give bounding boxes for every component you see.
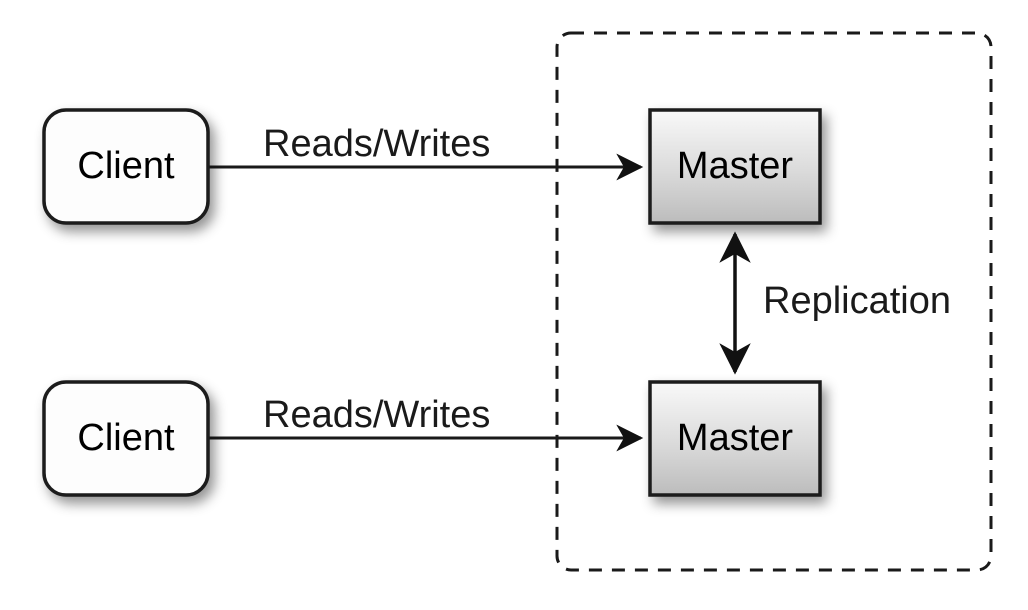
edge-label-replication: Replication [763, 280, 951, 322]
master-bottom-shape[interactable] [648, 380, 822, 497]
node-master-bottom[interactable] [648, 380, 822, 497]
node-client-bottom[interactable] [42, 380, 210, 497]
master-top-label: Master [677, 145, 793, 187]
node-client-top[interactable] [42, 108, 210, 225]
edge-label-reads-writes-top: Reads/Writes [263, 123, 490, 165]
edge-label-reads-writes-bottom: Reads/Writes [263, 394, 490, 436]
node-master-top[interactable] [648, 108, 822, 225]
client-bottom-shape[interactable] [42, 380, 210, 497]
client-bottom-label: Client [77, 417, 175, 459]
client-top-shape[interactable] [42, 108, 210, 225]
client-top-label: Client [77, 145, 175, 187]
master-top-shape[interactable] [648, 108, 822, 225]
master-bottom-label: Master [677, 417, 793, 459]
replication-cluster-boundary [555, 31, 993, 572]
